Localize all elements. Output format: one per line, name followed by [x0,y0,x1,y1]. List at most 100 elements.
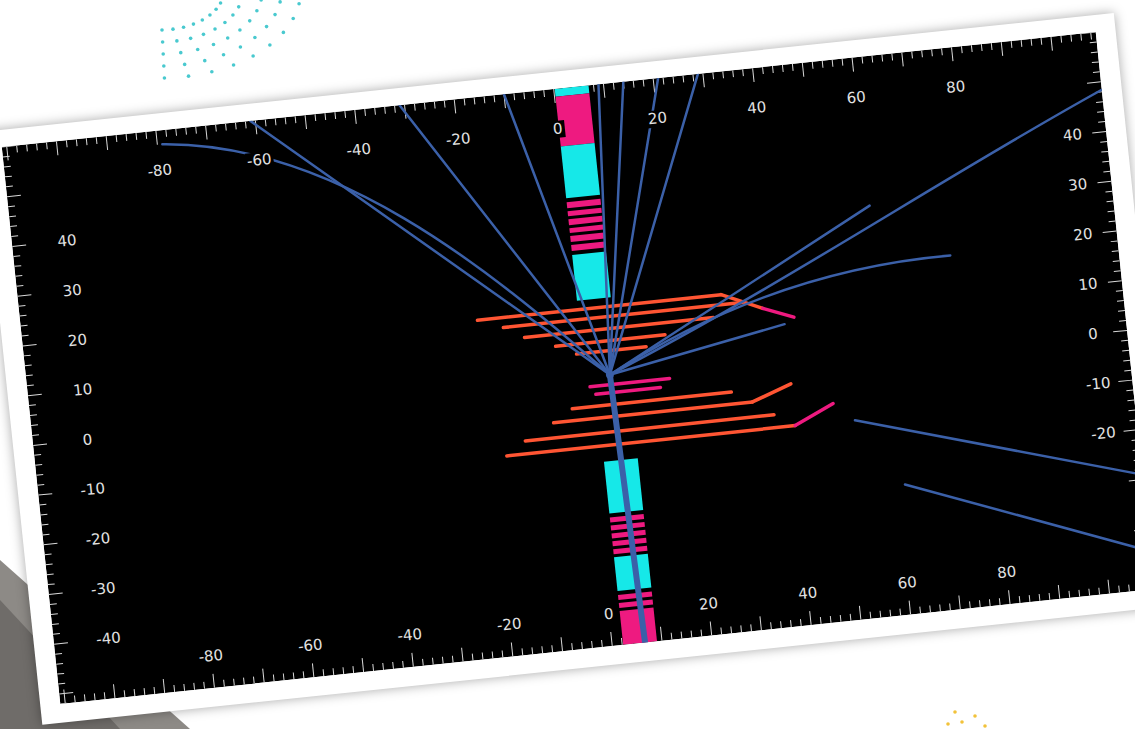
axis-tick [1108,281,1122,282]
axis-tick [780,621,782,628]
axis-tick [1060,36,1062,43]
axis-tick [790,620,792,627]
axis-tick [183,684,185,691]
axis-tick [1100,141,1107,143]
axis-tick [58,683,65,685]
axis-tick-label: 80 [943,77,968,96]
event-display-plot [2,32,1135,704]
axis-tick [206,126,207,140]
axis-tick [1093,71,1100,73]
axis-tick [442,657,444,664]
axis-tick [144,688,146,695]
axis-tick [1118,380,1132,381]
axis-tick [1011,41,1013,48]
axis-tick [136,133,138,140]
axis-tick [613,83,615,90]
axis-tick [36,474,43,476]
decor-dot [278,0,282,4]
axis-tick-label: 20 [65,331,90,350]
decor-dot [253,36,257,40]
axis-tick-label: 0 [1085,325,1100,343]
axis-tick [1058,585,1059,599]
axis-tick [1021,40,1023,47]
axis-tick [37,484,44,486]
axis-tick [3,156,10,158]
axis-tick [999,598,1001,605]
decor-dot [248,19,252,23]
axis-tick [601,640,603,647]
axis-tick [324,113,326,120]
axis-tick [881,55,883,62]
axis-tick-label: 0 [601,605,616,623]
axis-tick [245,121,247,128]
axis-tick [253,677,255,684]
axis-tick [533,91,535,98]
axis-tick [295,116,297,123]
axis-tick [800,619,802,626]
axis-tick [1041,38,1043,45]
event-display: -80-60-40-20020406080403020100-10-20-30-… [2,32,1135,704]
axis-tick [1082,32,1096,33]
axis-tick [663,78,665,85]
decor-dot [282,31,286,35]
axis-tick [39,504,46,506]
axis-tick [223,680,225,687]
axis-tick [57,673,64,675]
decor-dots [160,0,301,80]
tracker-plane-ends [584,302,835,446]
axis-tick [74,695,76,702]
decor-dot [222,53,226,57]
axis-tick [593,85,595,92]
axis-tick [782,65,784,72]
axis-tick [462,648,463,662]
axis-tick [899,609,901,616]
decor-dot [196,48,200,52]
axis-tick [193,683,195,690]
axis-tick-label: 60 [844,88,869,107]
axis-tick [661,627,662,641]
axis-tick [134,689,136,696]
axis-tick [792,64,794,71]
axis-tick [643,80,645,87]
axis-tick [14,265,21,267]
axis-tick [106,136,107,150]
axis-tick [49,593,63,594]
axis-tick-label: 40 [744,98,769,117]
axis-tick [1105,191,1112,193]
decor-dot [297,2,301,6]
decor-dot [189,37,193,41]
axis-tick [7,195,21,196]
axis-tick [243,678,245,685]
axis-tick [444,101,446,108]
axis-tick [862,57,864,64]
axis-tick [21,325,28,327]
axis-tick [13,255,20,257]
axis-tick [422,659,424,666]
axis-tick [275,118,277,125]
axis-tick [4,166,11,168]
decor-dot [161,52,165,56]
axis-tick [820,617,822,624]
axis-tick [909,601,910,615]
axis-tick [802,63,803,77]
axis-tick [154,687,156,694]
decor-dot [162,64,166,68]
axis-tick [334,112,336,119]
axis-tick [36,143,38,150]
axis-tick [225,124,227,131]
axis-tick [929,606,931,613]
axis-tick [611,632,612,646]
axis-tick [452,656,454,663]
axis-tick-label: -20 [83,529,113,549]
axis-tick [511,642,512,656]
axis-tick [47,573,54,575]
decor-dot [946,722,950,726]
axis-tick [55,653,62,655]
axis-tick [175,129,177,136]
axis-tick [1123,360,1130,362]
axis-tick [412,653,413,667]
axis-tick [54,643,68,644]
label-layer: -80-60-40-20020406080403020100-10-20-30-… [2,32,1135,704]
decor-dot [291,17,295,21]
decor-dot [231,13,235,17]
